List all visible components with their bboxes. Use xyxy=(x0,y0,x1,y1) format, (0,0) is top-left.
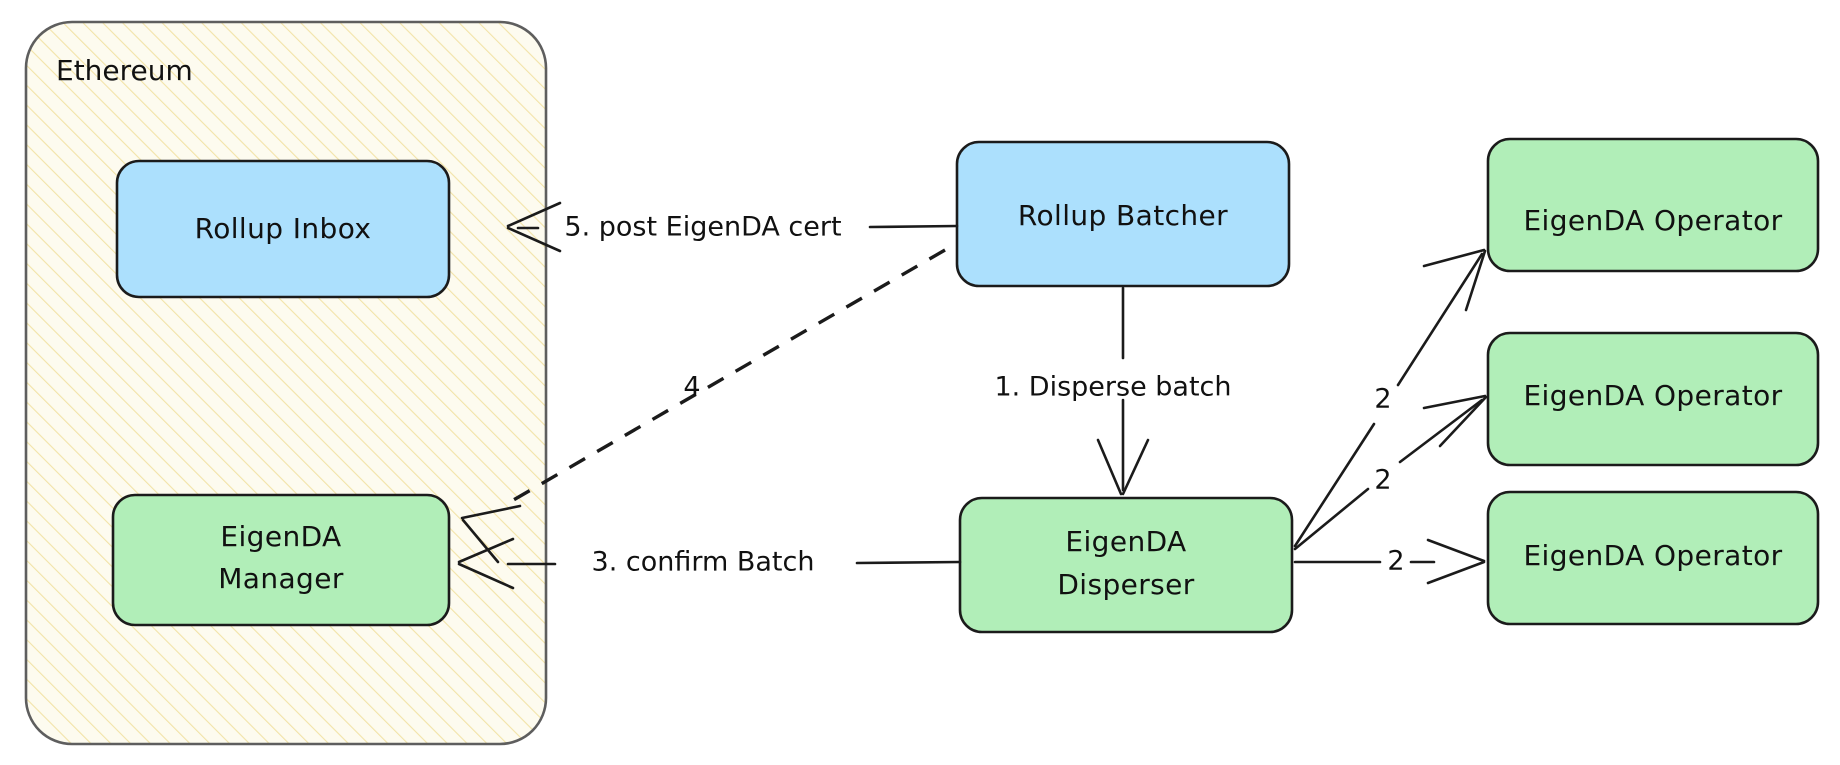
edge-confirm-batch-arrowhead xyxy=(457,537,515,590)
edge-disperse-batch-arrowhead xyxy=(1096,438,1150,496)
node-eigenda-manager-label-line2: Manager xyxy=(218,562,344,595)
group-ethereum: Ethereum xyxy=(24,20,548,746)
node-rollup-batcher-label: Rollup Batcher xyxy=(1018,199,1228,232)
edge-2-operator-2-line-upper xyxy=(1398,398,1484,464)
edge-disperse-batch: 1. Disperse batch xyxy=(994,286,1232,496)
node-eigenda-operator-3[interactable]: EigenDA Operator xyxy=(1486,490,1820,626)
node-eigenda-operator-1[interactable]: EigenDA Operator xyxy=(1486,137,1820,273)
node-eigenda-operator-1-rect[interactable] xyxy=(1486,137,1820,273)
edge-4-arrowhead xyxy=(460,504,522,564)
edge-2-operator-1-label: 2 xyxy=(1374,384,1391,415)
edge-disperse-batch-label: 1. Disperse batch xyxy=(994,372,1231,403)
edge-2-operator-2-arrowhead xyxy=(1422,394,1488,448)
node-eigenda-disperser-label-line2: Disperser xyxy=(1057,568,1194,601)
edge-2-operator-2-label: 2 xyxy=(1374,465,1391,496)
node-rollup-inbox[interactable]: Rollup Inbox xyxy=(115,159,451,299)
edge-2-operator-1-arrowhead xyxy=(1422,248,1487,312)
node-eigenda-operator-3-rect[interactable] xyxy=(1486,490,1820,626)
node-eigenda-disperser[interactable]: EigenDA Disperser xyxy=(958,496,1294,634)
node-eigenda-disperser-label-line1: EigenDA xyxy=(1065,525,1186,558)
edge-confirm-batch-line-right xyxy=(855,560,962,565)
edge-2-operator-1: 2 xyxy=(1293,248,1487,548)
edge-confirm-batch-label: 3. confirm Batch xyxy=(592,547,815,578)
edge-2-operator-1-line-upper xyxy=(1396,252,1484,387)
node-eigenda-operator-3-label: EigenDA Operator xyxy=(1523,539,1782,572)
edge-post-eigenda-cert: 5. post EigenDA cert xyxy=(506,201,959,253)
edge-2-operator-2-line-lower xyxy=(1293,487,1370,551)
node-eigenda-operator-1-label: EigenDA Operator xyxy=(1523,204,1782,237)
node-eigenda-manager[interactable]: EigenDA Manager xyxy=(111,493,451,627)
edge-post-eigenda-cert-label: 5. post EigenDA cert xyxy=(564,212,841,243)
edge-4-line xyxy=(509,248,946,504)
node-rollup-inbox-label: Rollup Inbox xyxy=(195,212,372,245)
node-rollup-batcher-rect[interactable] xyxy=(955,140,1291,288)
edge-2-operator-3-label: 2 xyxy=(1387,546,1404,577)
group-ethereum-label: Ethereum xyxy=(56,54,193,87)
edge-2-operator-3: 2 xyxy=(1293,538,1486,585)
node-eigenda-disperser-rect[interactable] xyxy=(958,496,1294,634)
edge-post-eigenda-cert-arrowhead xyxy=(506,201,562,253)
edge-post-eigenda-cert-line-right xyxy=(868,224,959,229)
edge-4-label: 4 xyxy=(683,372,700,403)
node-eigenda-operator-2-label: EigenDA Operator xyxy=(1523,379,1782,412)
group-ethereum-rect xyxy=(24,20,548,746)
edge-2-operator-2: 2 xyxy=(1293,394,1488,551)
edge-2-operator-3-arrowhead xyxy=(1426,538,1486,585)
node-rollup-batcher[interactable]: Rollup Batcher xyxy=(955,140,1291,288)
node-eigenda-manager-rect[interactable] xyxy=(111,493,451,627)
edge-2-operator-1-line-lower xyxy=(1293,422,1376,548)
edge-confirm-batch: 3. confirm Batch xyxy=(457,537,962,590)
node-eigenda-operator-2-rect[interactable] xyxy=(1486,331,1820,467)
edge-4-dashed: 4 xyxy=(460,248,946,564)
node-eigenda-operator-2[interactable]: EigenDA Operator xyxy=(1486,331,1820,467)
node-rollup-inbox-rect[interactable] xyxy=(115,159,451,299)
node-eigenda-manager-label-line1: EigenDA xyxy=(220,520,341,553)
